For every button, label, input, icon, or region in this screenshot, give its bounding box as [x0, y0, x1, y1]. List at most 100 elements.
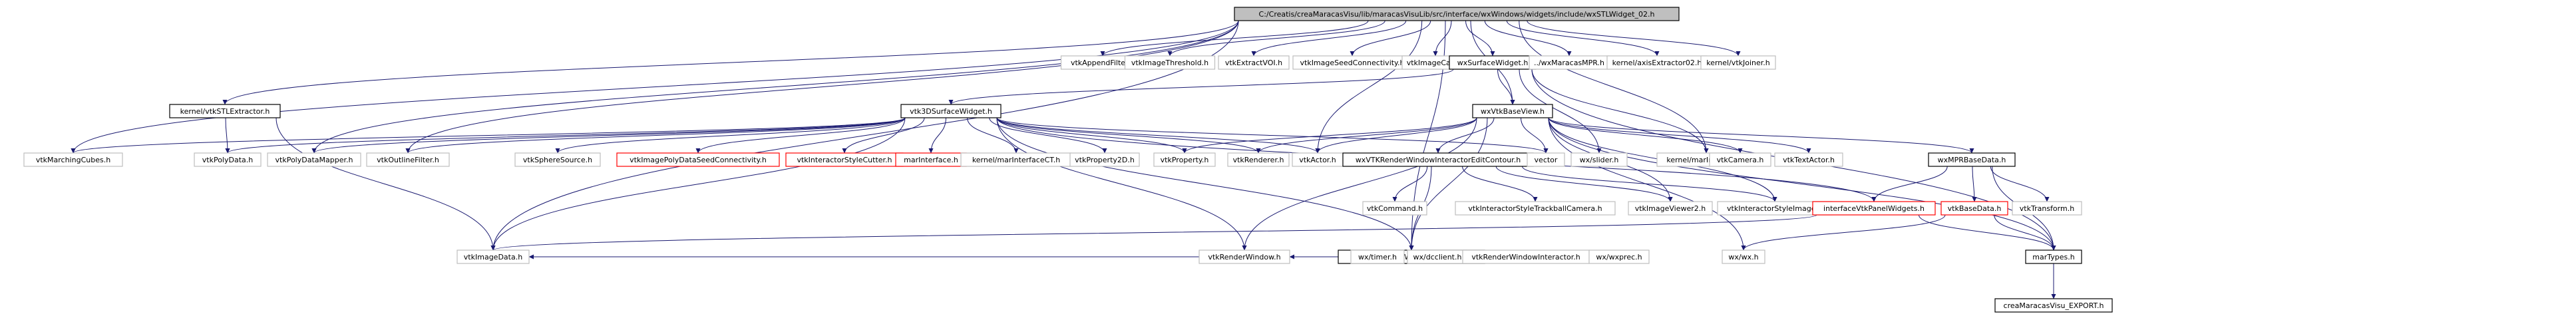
root-header-label: C:/Creatis/creaMaracasVisu/lib/maracasVi… — [1259, 10, 1655, 19]
edge-root-to-wxVTKRWI — [1409, 20, 1446, 251]
edge-vtk3DSurfaceWidget-to-vtkPolyDataMapper — [311, 117, 906, 154]
node-box — [457, 249, 530, 264]
node-box — [1350, 249, 1405, 264]
edge-vtkBaseData-to-marTypes — [1994, 214, 2056, 251]
node-box — [1472, 104, 1553, 118]
node-label: vtkOutlineFilter.h — [377, 156, 439, 164]
node-box — [1455, 201, 1616, 216]
node-marInterfaceCT: kernel/marInterfaceCT.h — [960, 152, 1072, 167]
node-vtkBaseData[interactable]: vtkBaseData.h — [1940, 201, 2008, 216]
edge-root-to-vtkOutlineFilter — [405, 20, 1239, 154]
edge-wxVtkBaseView-to-vtkRenderWindow — [1242, 117, 1477, 251]
edge-vtk3DSurfaceWidget-to-vtkRenderWindow — [996, 117, 1247, 251]
node-label: wx/timer.h — [1358, 253, 1397, 261]
edge-vtk3DSurfaceWidget-to-vtkActor — [996, 117, 1320, 154]
node-box — [366, 152, 450, 167]
node-label: kernel/axisExtractor02.h — [1612, 59, 1702, 67]
edge-wxMPRBaseData-to-vtkTransform — [1990, 166, 2050, 202]
edge-wxVtkBaseView-to-vtkCamera — [1548, 117, 1743, 154]
node-label: vtkTransform.h — [2020, 204, 2074, 213]
node-wxMPRBaseData[interactable]: wxMPRBaseData.h — [1928, 152, 2016, 167]
edge-wxSurfaceWidget-to-vtk3DSurfaceWidget — [948, 69, 1454, 105]
node-vtkPolyData: vtkPolyData.h — [194, 152, 262, 167]
node-interfaceVtkPanelWidgets[interactable]: interfaceVtkPanelWidgets.h — [1812, 201, 1936, 216]
node-wxwxprec: wx/wxprec.h — [1588, 249, 1650, 264]
edge-root-to-vtkSTLExtractor — [222, 20, 1239, 105]
node-label: vtkRenderWindow.h — [1208, 253, 1280, 261]
node-box — [1700, 55, 1776, 70]
node-box — [1709, 152, 1771, 167]
edge-interfaceVtkPanelWidgets-to-vtkImageData — [491, 214, 1817, 251]
node-box — [2025, 249, 2082, 264]
node-label: creaMaracasVisu_EXPORT.h — [2004, 301, 2104, 310]
node-label: vtkImagePolyDataSeedConnectivity.h — [630, 156, 767, 164]
node-box — [1588, 249, 1650, 264]
node-box — [514, 152, 601, 167]
node-label: marTypes.h — [2032, 253, 2074, 261]
node-label: ../wxMaracasMPR.h — [1534, 59, 1604, 67]
node-wxImageThreshold: vtkImageThreshold.h — [1124, 55, 1216, 70]
edge-wxVtkBaseView-to-wxMPRBaseData — [1548, 117, 1974, 154]
edge-vtk3DSurfaceWidget-to-vector — [996, 117, 1549, 154]
edge-vtk3DSurfaceWidget-to-vtkImagePolyDataSeedConnectivity — [695, 117, 906, 154]
node-vtk3DSurfaceWidget[interactable]: vtk3DSurfaceWidget.h — [900, 104, 1002, 118]
node-vtkImagePolyDataSeedConnectivity[interactable]: vtkImagePolyDataSeedConnectivity.h — [616, 152, 780, 167]
edge-wxMPRBaseData-to-vtkBaseData — [1972, 166, 1977, 202]
node-label: vector — [1535, 156, 1558, 164]
node-vtkSTLExtractor[interactable]: kernel/vtkSTLExtractor.h — [169, 104, 281, 118]
node-wxVtkBaseView[interactable]: wxVtkBaseView.h — [1472, 104, 1553, 118]
node-label: vtkMarchingCubes.h — [36, 156, 110, 164]
node-label: vtkInteractorStyleTrackballCamera.h — [1468, 204, 1602, 213]
node-label: vtkProperty2D.h — [1075, 156, 1135, 164]
node-wxVTKRWIEditContour[interactable]: wxVTKRenderWindowInteractorEditContour.h — [1342, 152, 1534, 167]
edge-wxVTKRWIEditContour-to-vtkISTrackballCamera — [1462, 166, 1538, 202]
node-vtkISTrackballCamera: vtkInteractorStyleTrackballCamera.h — [1455, 201, 1616, 216]
edge-root-to-vtkPolyDataMapper — [311, 20, 1239, 154]
node-vector: vector — [1527, 152, 1565, 167]
edge-wxVtkBaseView-to-wxVTKRWI — [1409, 117, 1488, 251]
edge-vtk3DSurfaceWidget-to-vtkMarchingCubes — [71, 117, 906, 154]
node-creaExport[interactable]: creaMaracasVisu_EXPORT.h — [1994, 298, 2113, 313]
node-label: kernel/marInterfaceCT.h — [972, 156, 1060, 164]
root-header-node: C:/Creatis/creaMaracasVisu/lib/maracasVi… — [1234, 7, 1680, 21]
node-label: vtkSphereSource.h — [523, 156, 592, 164]
edge-wxVtkBaseView-to-vtkProperty — [1182, 117, 1477, 154]
node-box — [169, 104, 281, 118]
node-box — [2012, 201, 2082, 216]
node-vtkInteractorStyleCutter[interactable]: vtkInteractorStyleCutter.h — [785, 152, 904, 167]
node-label: vtkActor.h — [1299, 156, 1336, 164]
edge-wxVtkBaseView-to-vtkTextActor — [1548, 117, 1811, 154]
edge-interfaceVtkPanelWidgets-to-marTypes — [1919, 214, 2056, 251]
edge-wxVtkBaseView-to-vector — [1521, 117, 1549, 154]
node-label: wx/slider.h — [1580, 156, 1619, 164]
node-label: vtkTextActor.h — [1783, 156, 1835, 164]
node-label: vtkInteractorStyleImage.h — [1727, 204, 1823, 213]
node-vtkOutlineFilter: vtkOutlineFilter.h — [366, 152, 450, 167]
edge-wxSurfaceWidget-to-wxVtkBaseView — [1497, 69, 1515, 105]
node-label: vtkImageSeedConnectivity.h — [1300, 59, 1405, 67]
edge-wxVtkBaseView-to-marTypes — [1548, 117, 2056, 251]
edge-wxVtkBaseView-to-vtkRenderer — [1256, 117, 1477, 154]
node-box — [1527, 152, 1565, 167]
edge-vtk3DSurfaceWidget-to-wxVTKRWI — [996, 117, 1414, 251]
node-wxwx: wx/wx.h — [1722, 249, 1765, 264]
edge-vtk3DSurfaceWidget-to-vtkProperty2D — [989, 117, 1107, 154]
node-label: vtkCommand.h — [1367, 204, 1423, 213]
node-wxdcclient: wx/dcclient.h — [1407, 249, 1468, 264]
node-label: wxMPRBaseData.h — [1938, 156, 2006, 164]
node-label: vtkImageData.h — [464, 253, 522, 261]
node-wxSurfaceWidget[interactable]: wxSurfaceWidget.h — [1449, 55, 1537, 70]
node-vtkRWI: vtkRenderWindowInteractor.h — [1462, 249, 1590, 264]
edge-vtk3DSurfaceWidget-to-vtkImageData — [490, 117, 906, 251]
node-marTypes[interactable]: marTypes.h — [2025, 249, 2082, 264]
edge-vtk3DSurfaceWidget-to-vtkOutlineFilter — [405, 117, 906, 154]
edge-wxMPRBaseData-to-interfaceVtkPanelWidgets — [1871, 166, 1948, 202]
edge-vtk3DSurfaceWidget-to-vtkInteractorStyleCutter — [842, 117, 925, 154]
edge-root-to-vtkMarchingCubes — [71, 20, 1239, 154]
node-vtkCommand: vtkCommand.h — [1362, 201, 1427, 216]
node-label: kernel/vtkSTLExtractor.h — [180, 107, 270, 116]
node-marInterfaceH[interactable]: marInterface.h — [895, 152, 967, 167]
edge-root-to-vtkImageSeedConnectivity — [1350, 20, 1431, 57]
edge-wxVTKRWIEditContour-to-vtkInteractorStyleImage — [1522, 166, 1777, 202]
node-vtkExtractVOI: vtkExtractVOI.h — [1218, 55, 1290, 70]
